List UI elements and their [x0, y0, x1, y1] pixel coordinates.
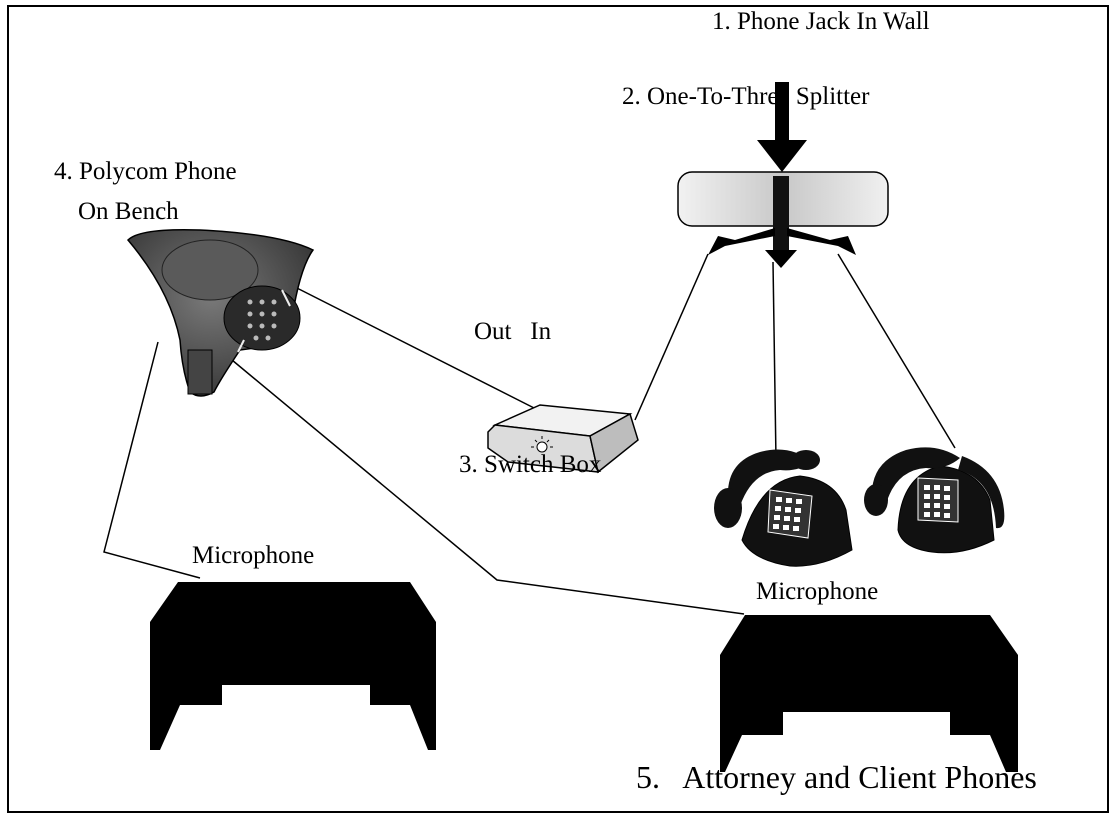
desk-phone-right	[864, 447, 1005, 554]
splitter-output-left	[708, 228, 775, 255]
incoming-arrow-shaft	[775, 82, 789, 142]
label-switch-box: 3. Switch Box	[459, 451, 602, 478]
label-out-in: Out In	[474, 318, 552, 345]
line-polycom-to-left-mic	[103, 341, 201, 579]
diagram-border	[7, 5, 1109, 813]
label-microphone-right: Microphone	[756, 578, 878, 605]
line-splitter-to-phone-right	[837, 253, 956, 449]
table-left	[150, 582, 436, 750]
polycom-indicator	[281, 289, 291, 307]
label-attorney-client: 5. Attorney and Client Phones	[636, 759, 1037, 795]
line-polycom-to-switch	[286, 282, 541, 412]
label-splitter: 2. One-To-Three Splitter	[622, 83, 870, 110]
connection-lines	[103, 253, 956, 615]
polycom-keypad-area	[223, 285, 301, 351]
splitter-device	[677, 82, 889, 268]
splitter-output-right	[787, 228, 856, 255]
polycom-keypad-buttons	[247, 299, 277, 341]
switch-box	[487, 404, 639, 474]
polycom-speaker	[161, 239, 259, 301]
label-polycom-line1: 4. Polycom Phone	[54, 158, 237, 185]
label-microphone-left: Microphone	[192, 542, 314, 569]
splitter-center-bar	[773, 176, 789, 252]
label-polycom-line2: On Bench	[78, 198, 179, 225]
table-right	[720, 615, 1018, 772]
polycom-phone	[126, 228, 315, 397]
desk-phone-left	[714, 449, 853, 567]
polycom-indicator-2	[237, 339, 245, 353]
label-phone-jack: 1. Phone Jack In Wall	[712, 8, 930, 35]
polycom-leg	[187, 349, 213, 395]
switch-light-icon	[531, 436, 553, 453]
splitter-output-center	[765, 250, 797, 268]
line-polycom-to-right-mic	[231, 359, 745, 615]
switch-box-side	[589, 412, 639, 474]
line-switch-to-splitter	[634, 253, 709, 421]
line-splitter-to-phone-left	[772, 261, 777, 461]
incoming-arrow-head	[757, 140, 807, 172]
